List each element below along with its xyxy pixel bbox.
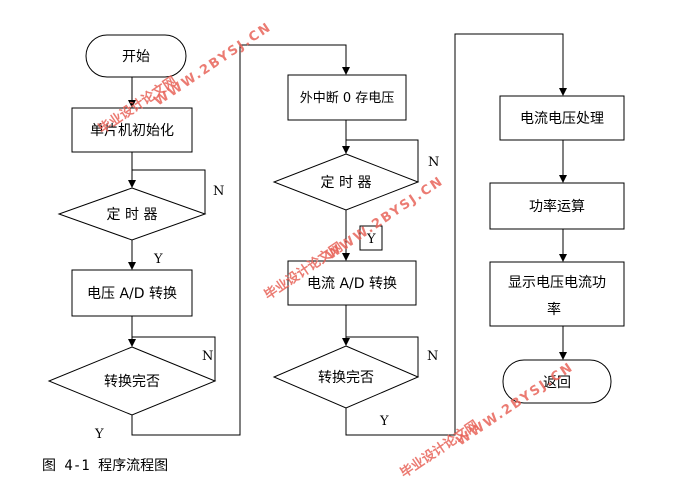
adc-current-label: 电流 A/D 转换 (307, 275, 397, 292)
done2-yes-label: Y (379, 414, 389, 429)
ext-interrupt-label: 外中断 0 存电压 (300, 91, 395, 106)
process-label: 电流电压处理 (520, 111, 604, 127)
timer2-no-label: N (428, 155, 439, 170)
power-calc-label: 功率运算 (529, 198, 585, 215)
figure-caption: 图 4-1 程序流程图 (42, 458, 169, 474)
timer1-yes-label: Y (153, 252, 163, 267)
process-box (499, 95, 625, 141)
done2-no-label: N (427, 349, 438, 364)
init-label: 单片机初始化 (90, 122, 174, 139)
return-label: 返回 (543, 375, 571, 391)
timer2-yes-label: Y (366, 232, 376, 247)
return-terminal (502, 359, 612, 404)
adc-current-box (287, 260, 417, 306)
display-label-line2: 率 (547, 301, 561, 318)
done1-label: 转换完否 (104, 373, 160, 390)
done1-yes-label: Y (94, 427, 104, 442)
timer1-label: 定 时 器 (107, 207, 158, 223)
done1-no-label: N (202, 349, 213, 364)
timer2-label: 定 时 器 (321, 175, 372, 191)
power-calc-box (489, 182, 625, 230)
display-box (489, 261, 625, 327)
y-label-box (359, 225, 383, 251)
start-label: 开始 (122, 49, 150, 65)
adc-voltage-box (71, 269, 193, 317)
init-box (71, 107, 193, 153)
start-terminal (85, 34, 187, 78)
timer1-no-label: N (213, 184, 224, 199)
done2-label: 转换完否 (318, 369, 374, 386)
ext-interrupt-box (287, 74, 407, 121)
adc-voltage-label: 电压 A/D 转换 (87, 285, 177, 302)
display-label-line1: 显示电压电流功 (508, 275, 606, 291)
